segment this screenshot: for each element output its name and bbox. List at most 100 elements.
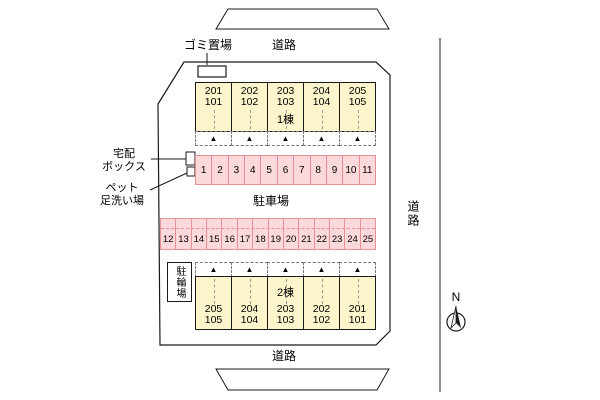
unit-divider [285,279,287,304]
parking-space-24: 24 [345,219,361,249]
pet-wash-label-line2: 足洗い場 [100,195,144,207]
building2-name-label: 2棟 [276,287,295,299]
building1-balcony-2: ▲ [231,131,268,146]
delivery-box-label-line2: ボックス [102,161,146,173]
unit-numbers: 205 105 [196,304,231,326]
unit-upper-number: 203 [276,85,295,97]
parking-row-2: 12 13 14 15 16 17 18 19 20 21 22 23 24 2… [160,218,376,250]
parking-space-2: 2 [212,156,229,184]
unit-divider [249,279,251,304]
parking-space-7: 7 [294,156,311,184]
unit-divider [357,279,359,304]
pet-wash-label: ペット 足洗い場 [94,182,150,208]
entrance-marker-icon: ▲ [245,264,254,274]
parking-space-25: 25 [362,234,374,245]
building1-balcony-1: ▲ [195,131,232,146]
building2-balcony-1: ▲ [195,262,232,277]
unit-lower-number: 104 [240,314,259,326]
road-top-shape [215,8,390,30]
building1-balcony-5: ▲ [339,131,376,146]
parking-space-18: 18 [253,219,269,249]
delivery-box-label-line1: 宅配 [113,148,135,160]
parking-space-3: 3 [229,156,246,184]
parking-space-11: 11 [362,164,373,176]
unit-lower-number: 105 [204,314,223,326]
unit-numbers: 201 101 [340,304,375,326]
entrance-marker-icon: ▲ [353,133,362,143]
parking-space-6: 6 [278,156,295,184]
unit-numbers: 204 104 [304,86,339,108]
unit-divider [249,110,251,129]
garbage-area-label: ゴミ置場 [183,38,232,52]
parking-space-19: 19 [269,219,284,249]
unit-lower-number: 101 [348,314,367,326]
unit-numbers: 203 103 [268,304,303,326]
unit-upper-number: 202 [312,303,331,315]
parking-space-8: 8 [311,156,327,184]
unit-numbers: 205 105 [340,86,375,108]
unit-numbers: 202 102 [304,304,339,326]
bicycle-parking-label: 駐輪場 [174,265,185,299]
building2-balcony-2: ▲ [231,262,268,277]
building1-name-label: 1棟 [276,114,295,126]
road-bottom-shape [215,368,390,391]
pet-wash-marker [186,166,196,177]
entrance-marker-icon: ▲ [353,264,362,274]
unit-lower-number: 101 [204,96,223,108]
pet-wash-label-line1: ペット [105,182,139,194]
unit-upper-number: 201 [204,85,223,97]
bicycle-parking: 駐輪場 [167,262,192,302]
parking-space-12: 12 [161,219,177,249]
building1-balcony-4: ▲ [303,131,340,146]
road-top-label: 道路 [271,38,296,52]
building2-unit-4: 202 102 [303,276,340,330]
unit-lower-number: 104 [312,96,331,108]
unit-upper-number: 203 [276,303,295,315]
building1-unit-2: 202 102 [231,82,268,132]
unit-numbers: 201 101 [196,86,231,108]
entrance-marker-icon: ▲ [281,133,290,143]
entrance-marker-icon: ▲ [245,133,254,143]
unit-numbers: 203 103 [268,86,303,108]
parking-space-14: 14 [192,219,208,249]
parking-space-15: 15 [207,219,223,249]
entrance-marker-icon: ▲ [317,264,326,274]
unit-numbers: 202 102 [232,86,267,108]
parking-space-21: 21 [299,219,315,249]
unit-divider [321,279,323,304]
unit-divider [213,279,215,304]
unit-numbers: 204 104 [232,304,267,326]
entrance-marker-icon: ▲ [281,264,290,274]
unit-upper-number: 202 [240,85,259,97]
unit-divider [285,110,287,129]
unit-lower-number: 103 [276,96,295,108]
building1-unit-3: 203 103 1棟 [267,82,304,132]
building2-balcony-4: ▲ [303,262,340,277]
building2-unit-2: 204 104 [231,276,268,330]
building1-unit-4: 204 104 [303,82,340,132]
unit-divider [357,110,359,129]
building2-unit-5: 201 101 [339,276,376,330]
building1-balcony-3: ▲ [267,131,304,146]
unit-upper-number: 205 [348,85,367,97]
unit-upper-number: 204 [240,303,259,315]
entrance-marker-icon: ▲ [209,133,218,143]
unit-lower-number: 103 [276,314,295,326]
entrance-marker-icon: ▲ [209,264,218,274]
parking-space-1: 1 [196,156,213,184]
parking-row-1: 1 2 3 4 5 6 7 8 9 10 11 [195,155,376,185]
parking-space-5: 5 [261,156,278,184]
road-bottom-label: 道路 [271,349,296,363]
unit-lower-number: 102 [312,314,331,326]
site-outline [157,61,391,346]
unit-divider [213,110,215,129]
parking-space-9: 9 [327,156,344,184]
unit-upper-number: 201 [348,303,367,315]
building1-unit-1: 201 101 [195,82,232,132]
parking-lot-label: 駐車場 [252,194,289,208]
building2-balcony-5: ▲ [339,262,376,277]
unit-lower-number: 105 [348,96,367,108]
parking-space-22: 22 [315,219,330,249]
